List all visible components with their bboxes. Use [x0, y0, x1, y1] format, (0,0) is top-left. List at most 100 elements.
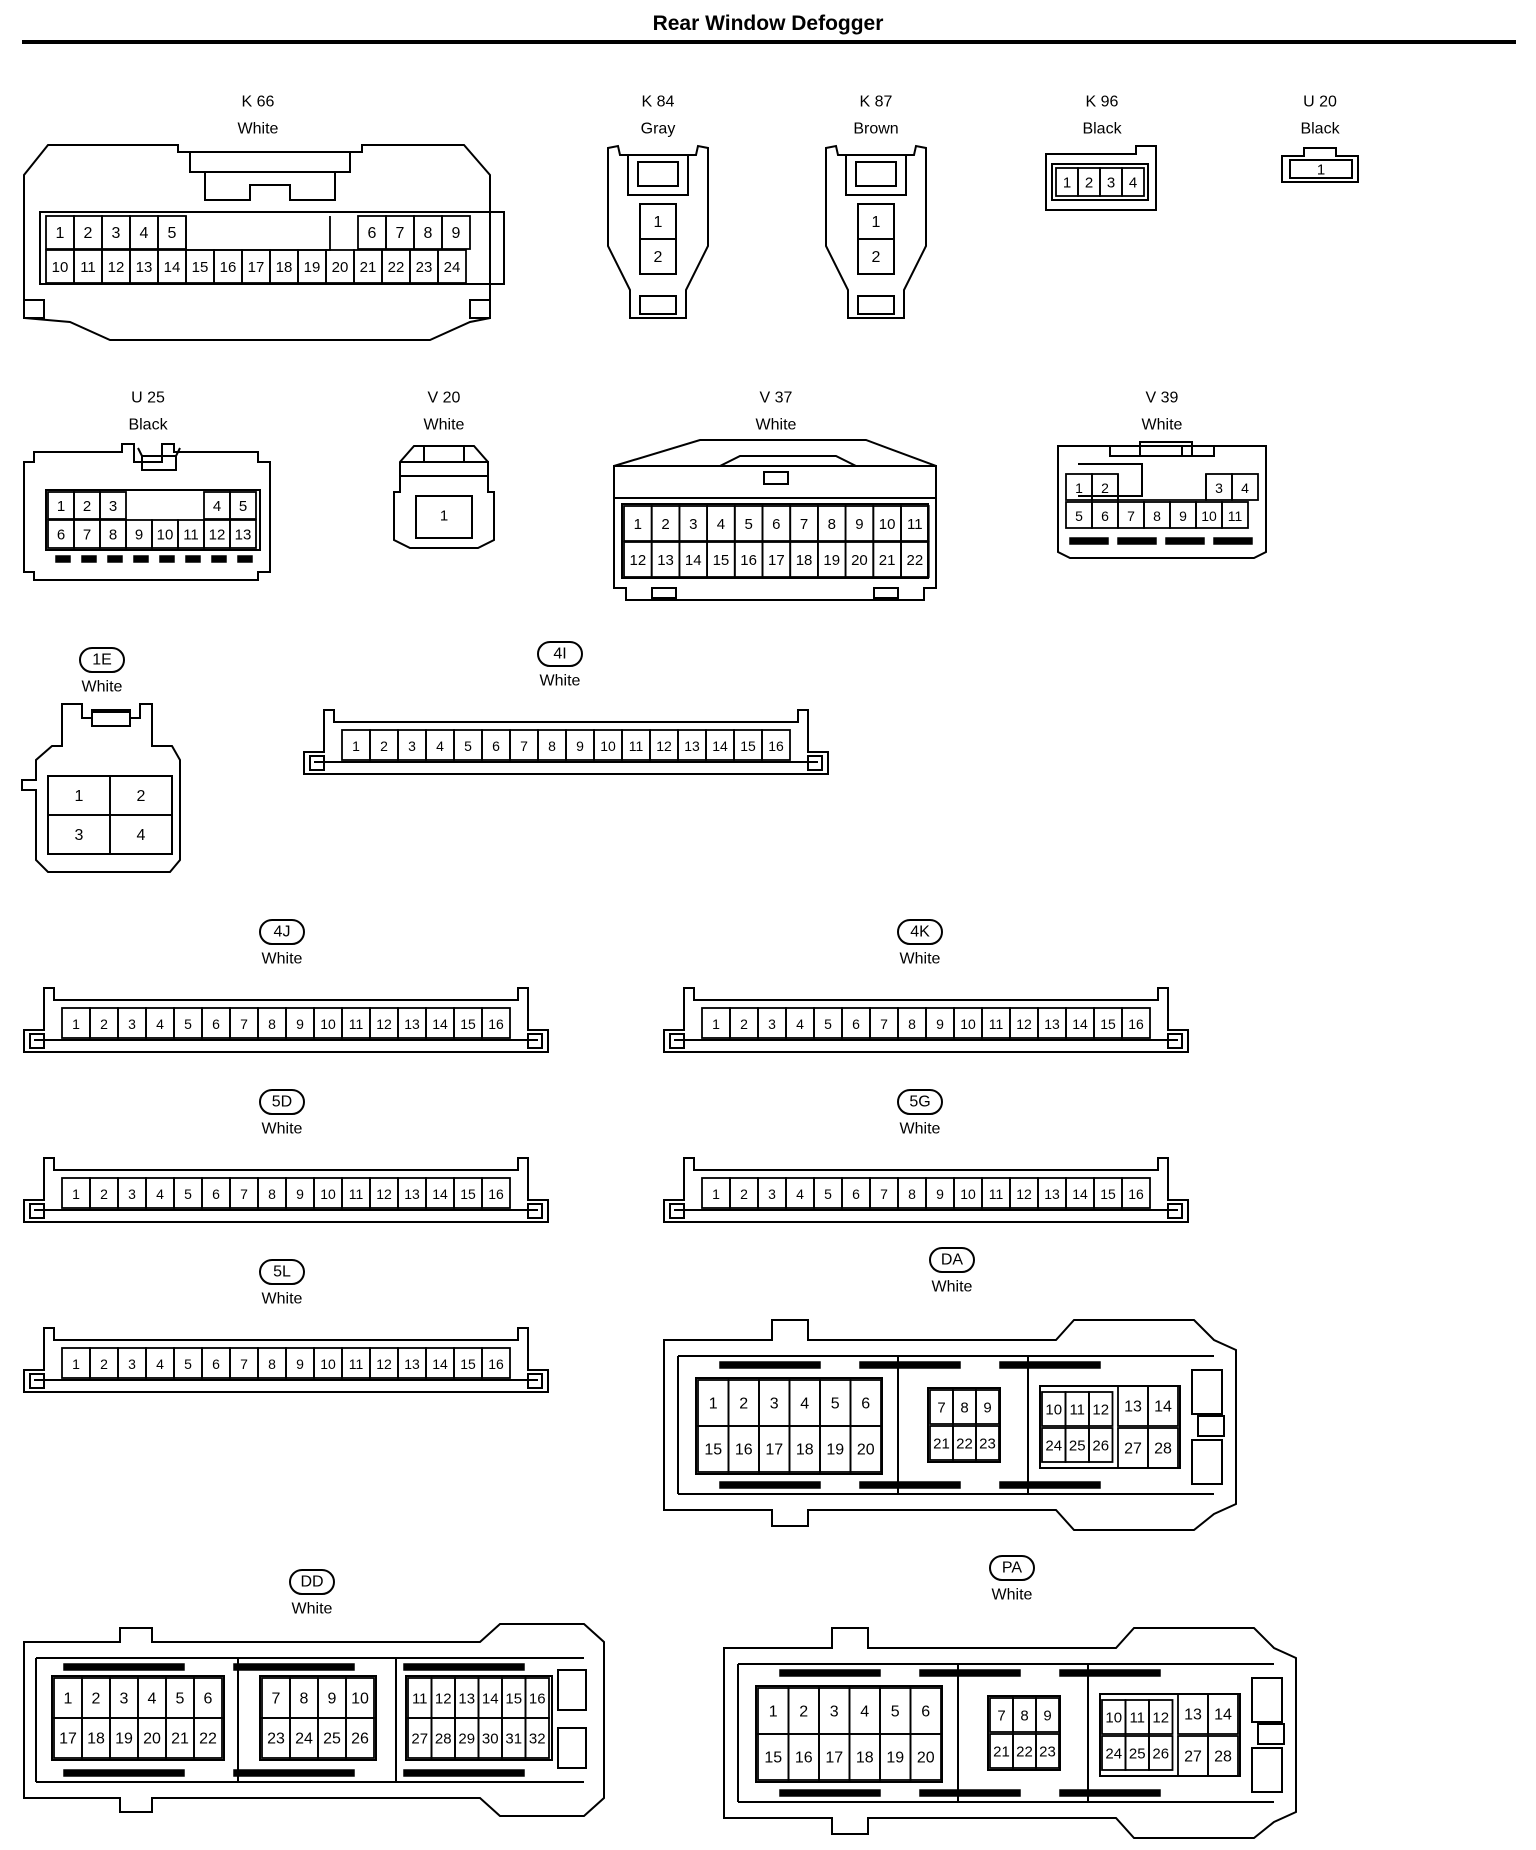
pin-number: 6 — [212, 1356, 220, 1372]
pin-number: 10 — [960, 1186, 976, 1202]
pin-number: 3 — [408, 738, 416, 754]
pin-number: 15 — [713, 552, 730, 569]
pin-cell — [900, 505, 930, 542]
pin-number: 13 — [458, 1691, 475, 1708]
connector-id: 4I — [553, 646, 566, 663]
pin-number: 9 — [452, 225, 461, 242]
latch — [423, 445, 465, 463]
terminal-slot — [919, 1789, 1021, 1797]
pin-number: 5 — [184, 1356, 192, 1372]
terminal-slot — [211, 555, 227, 563]
pin-number: 9 — [936, 1016, 944, 1032]
pin-cell — [849, 1425, 882, 1473]
pin-cell — [1221, 501, 1249, 529]
pin-number: 2 — [84, 225, 93, 242]
pin-number: 11 — [629, 738, 644, 754]
pin-cell — [229, 491, 257, 520]
pin-number: 24 — [295, 1731, 313, 1748]
connector-badge — [897, 1089, 943, 1115]
pin-number: 8 — [300, 1691, 309, 1708]
pin-number: 14 — [482, 1691, 499, 1708]
pin-number: 18 — [856, 1750, 874, 1767]
pin-number: 14 — [432, 1186, 448, 1202]
pin-number: 15 — [460, 1356, 476, 1372]
housing-tab — [29, 1203, 45, 1219]
connector-id: V 39 — [1146, 390, 1179, 407]
latch — [1251, 1747, 1283, 1793]
pin-number: 17 — [825, 1750, 843, 1767]
pin-number: 16 — [1128, 1186, 1144, 1202]
terminal-slot — [719, 1361, 821, 1369]
pin-number: 17 — [248, 259, 265, 276]
pin-field — [405, 1675, 553, 1761]
pin-field — [39, 211, 505, 285]
pin-number: 4 — [156, 1186, 164, 1202]
pin-number: 6 — [212, 1016, 220, 1032]
connector-color: White — [424, 417, 465, 434]
pin-number: 4 — [156, 1356, 164, 1372]
pin-number: 3 — [768, 1186, 776, 1202]
pin-number: 4 — [796, 1186, 804, 1202]
pin-number: 7 — [396, 225, 405, 242]
terminal-slot — [1213, 537, 1253, 545]
terminal-slot — [1059, 1669, 1161, 1677]
pin-number: 8 — [268, 1356, 276, 1372]
pin-number: 6 — [204, 1691, 213, 1708]
pin-number: 7 — [880, 1186, 888, 1202]
connector-badge — [537, 641, 583, 667]
housing-tab — [29, 1373, 45, 1389]
pin-number: 1 — [64, 1691, 73, 1708]
pin-number: 13 — [684, 738, 700, 754]
housing-tab — [651, 587, 677, 599]
page-title: Rear Window Defogger — [652, 12, 884, 35]
pin-number: 15 — [505, 1691, 522, 1708]
terminal-slot — [81, 555, 97, 563]
pin-number: 4 — [717, 516, 725, 533]
pin-number: 13 — [657, 552, 674, 569]
pin-number: 1 — [1063, 175, 1071, 192]
pin-cell — [857, 238, 895, 275]
pin-cell — [99, 491, 127, 520]
pin-number: 17 — [768, 552, 785, 569]
pin-cell — [1231, 473, 1259, 501]
pin-field — [755, 1685, 943, 1783]
connector-color: White — [900, 951, 941, 968]
connector-badge — [259, 919, 305, 945]
pin-number: 3 — [75, 827, 84, 844]
pin-number: 11 — [989, 1186, 1004, 1202]
pin-number: 8 — [268, 1186, 276, 1202]
housing-outline — [23, 1327, 549, 1393]
terminal-slot — [133, 555, 149, 563]
pin-cell — [1147, 1385, 1179, 1427]
pin-number: 10 — [52, 259, 69, 276]
pin-number: 3 — [689, 516, 697, 533]
pin-number: 13 — [235, 527, 252, 544]
housing-outline — [204, 172, 336, 201]
terminal-slot — [779, 1669, 881, 1677]
pin-number: 8 — [109, 527, 117, 544]
pin-number: 10 — [960, 1016, 976, 1032]
terminal-slot — [63, 1769, 185, 1777]
pin-field — [1051, 163, 1149, 201]
pin-number: 24 — [1105, 1746, 1122, 1763]
pin-number: 1 — [56, 225, 65, 242]
pin-number: 4 — [148, 1691, 157, 1708]
pin-number: 3 — [128, 1186, 136, 1202]
pin-number: 10 — [1105, 1710, 1122, 1727]
latch — [627, 154, 689, 196]
terminal-slot — [159, 555, 175, 563]
pin-number: 16 — [529, 1691, 546, 1708]
pin-number: 1 — [709, 1396, 718, 1413]
pin-number: 2 — [92, 1691, 101, 1708]
pin-number: 28 — [1154, 1441, 1172, 1458]
pin-number: 10 — [320, 1016, 336, 1032]
pin-number: 12 — [1092, 1402, 1109, 1419]
pin-number: 18 — [796, 1442, 814, 1459]
terminal-slot — [237, 555, 253, 563]
pin-number: 13 — [404, 1356, 420, 1372]
